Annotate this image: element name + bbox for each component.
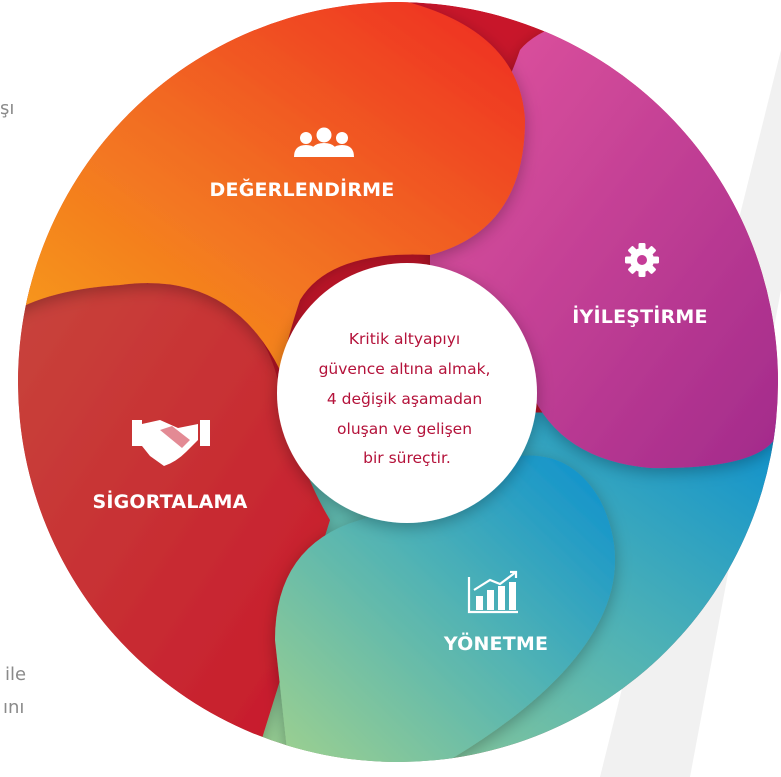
stage-label-iyilestirme: İYİLEŞTİRME — [572, 304, 707, 328]
top-side-text-fragment: şı — [0, 98, 15, 119]
bottom-side-text-fragment-1: ile — [5, 664, 27, 685]
center-circle — [277, 263, 537, 523]
handshake-icon — [132, 420, 210, 466]
gear-icon — [625, 243, 659, 277]
bottom-side-text-fragment-2: ını — [3, 697, 25, 718]
people-group-icon — [294, 127, 354, 157]
center-text-line-3: 4 değişik aşamadan — [327, 390, 482, 408]
stage-label-degerlendirme: DEĞERLENDİRME — [210, 177, 395, 201]
center-text-line-4: oluşan ve gelişen — [337, 420, 472, 438]
center-text: Kritik altyapıyı güvence altına almak, 4… — [319, 330, 496, 467]
bar-chart-icon — [467, 570, 518, 614]
segment-yonetme-lobe — [275, 455, 615, 762]
stage-label-yonetme: YÖNETME — [443, 631, 548, 655]
center-text-line-2: güvence altına almak, — [319, 360, 491, 378]
center-text-line-1: Kritik altyapıyı — [349, 330, 460, 348]
stage-label-sigortalama: SİGORTALAMA — [92, 489, 247, 513]
center-text-line-5: bir süreçtir. — [363, 449, 451, 467]
